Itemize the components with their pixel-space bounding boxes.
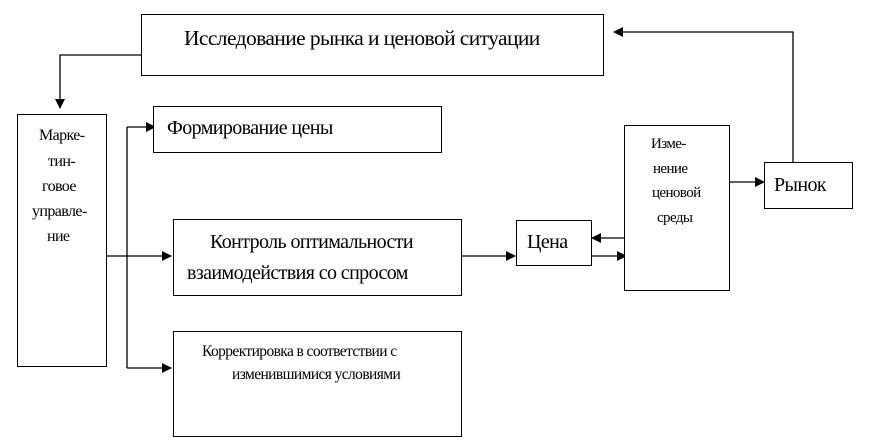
control-line-1: Контроль оптимальности <box>210 231 414 253</box>
marketing-line-5: ние <box>47 228 70 245</box>
environment-line-2: нение <box>653 161 688 177</box>
pricing-label: Формирование цены <box>167 117 333 139</box>
arrow-market-to-research <box>613 27 794 162</box>
price-label: Цена <box>527 231 568 253</box>
environment-line-1: Изме- <box>651 136 686 152</box>
adjustment-box: Корректировка в соответствии с изменивши… <box>173 331 462 437</box>
market-label: Рынок <box>774 174 827 196</box>
adjustment-line-1: Корректировка в соответствии с <box>202 343 397 360</box>
research-label: Исследование рынка и ценовой ситуации <box>184 26 540 50</box>
marketing-line-1: Марке- <box>39 127 85 144</box>
environment-box: Изме- нение ценовой среды <box>624 125 730 291</box>
marketing-line-4: управле- <box>32 203 87 220</box>
marketing-line-2: тин- <box>48 153 76 170</box>
marketing-box: Марке- тин- говое управле- ние <box>17 114 107 367</box>
environment-line-4: среды <box>657 210 693 226</box>
price-box: Цена <box>516 220 592 266</box>
research-box: Исследование рынка и ценовой ситуации <box>141 14 604 76</box>
pricing-box: Формирование цены <box>153 106 442 153</box>
control-box: Контроль оптимальности взаимодействия со… <box>173 219 462 296</box>
market-box: Рынок <box>764 162 853 209</box>
environment-line-3: ценовой <box>652 185 701 201</box>
control-line-2: взаимодействия со спросом <box>187 262 408 284</box>
adjustment-line-2: изменившимися условиями <box>232 366 401 383</box>
arrow-research-to-marketing <box>55 54 143 109</box>
marketing-line-3: говое <box>42 178 77 195</box>
